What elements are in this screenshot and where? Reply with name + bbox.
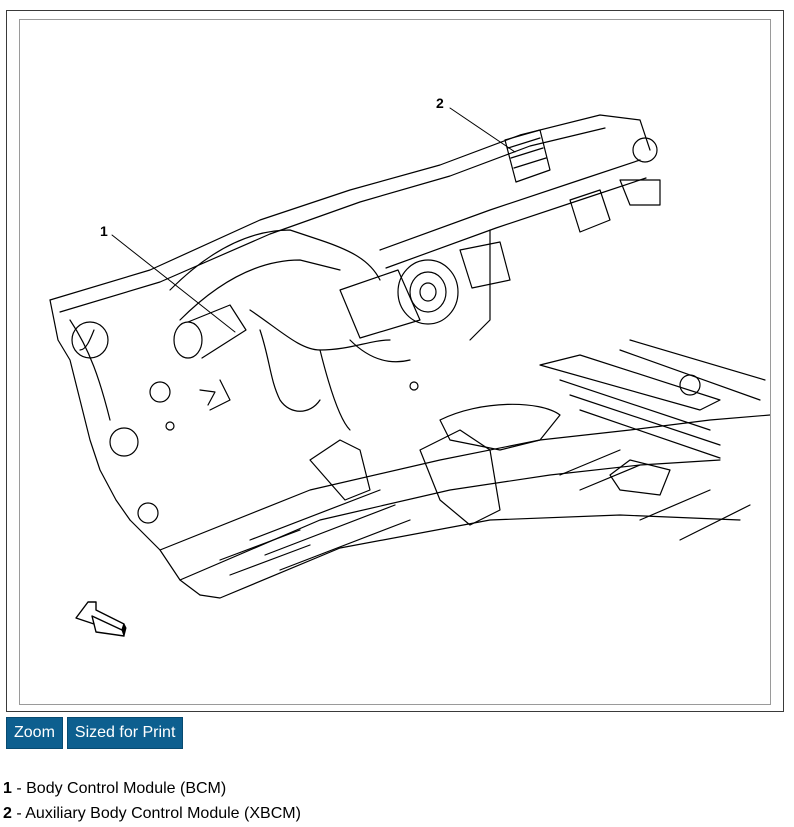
legend-text: Auxiliary Body Control Module (XBCM) [25, 805, 301, 822]
line-drawing: 1 2 [49, 95, 770, 637]
legend-number: 2 [3, 805, 12, 822]
legend-number: 1 [3, 780, 12, 797]
legend-text: Body Control Module (BCM) [26, 780, 227, 797]
zoom-button[interactable]: Zoom [6, 717, 63, 749]
legend-separator: - [11, 805, 26, 822]
illustration: 1 2 [19, 19, 771, 705]
figure-actions: Zoom Sized for Print [6, 717, 184, 749]
figure-frame: 1 2 [6, 10, 784, 712]
legend-item: 2 - Auxiliary Body Control Module (XBCM) [3, 801, 301, 826]
callout-1-label: 1 [100, 223, 108, 239]
callout-2-label: 2 [436, 95, 444, 111]
legend: 1 - Body Control Module (BCM) 2 - Auxili… [3, 776, 301, 826]
sized-for-print-button[interactable]: Sized for Print [66, 717, 184, 749]
legend-separator: - [11, 780, 27, 797]
arrow-icon [75, 601, 127, 637]
legend-item: 1 - Body Control Module (BCM) [3, 776, 301, 801]
